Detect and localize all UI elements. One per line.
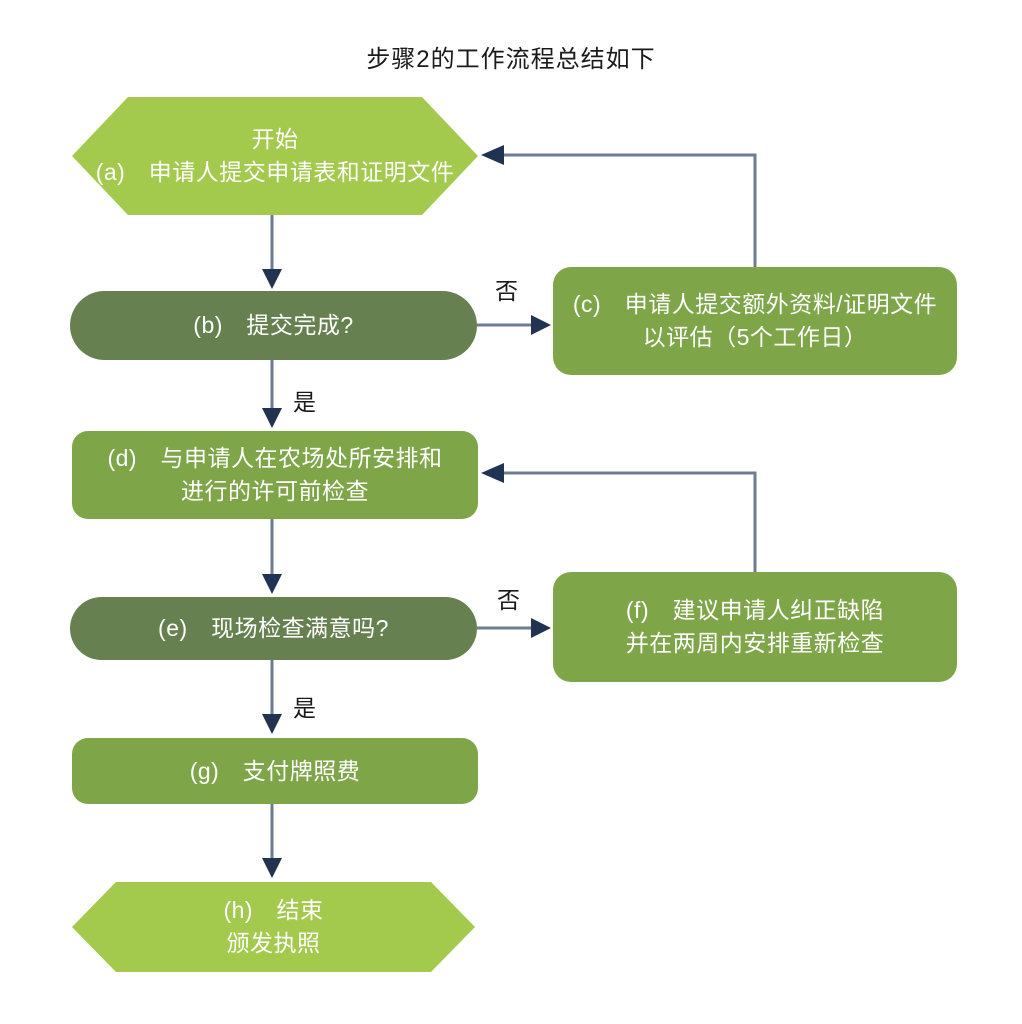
- arrow-a-to-b: [262, 215, 282, 289]
- arrow-e-to-g: [262, 660, 282, 734]
- node-a-start: 开始 (a) 申请人提交申请表和证明文件: [72, 97, 478, 215]
- node-e-decision: (e) 现场检查满意吗?: [70, 597, 477, 660]
- node-h-end: (h) 结束 颁发执照: [72, 882, 475, 972]
- flowchart-title: 步骤2的工作流程总结如下: [366, 46, 656, 73]
- node-b-decision: (b) 提交完成?: [70, 291, 477, 360]
- node-line: (g) 支付牌照费: [189, 757, 361, 784]
- edge-label-b-yes: 是: [293, 389, 316, 415]
- node-line: (b) 提交完成?: [193, 312, 354, 339]
- node-line: (d) 与申请人在农场处所安排和: [107, 445, 443, 472]
- arrow-d-to-e: [262, 519, 282, 594]
- edge-label-e-yes: 是: [293, 695, 316, 721]
- arrow-f-to-d: [481, 463, 757, 572]
- node-c-process: (c) 申请人提交额外资料/证明文件 以评估（5个工作日）: [553, 267, 957, 375]
- node-line: (h) 结束: [223, 897, 324, 924]
- node-line: (f) 建议申请人纠正缺陷: [625, 597, 885, 624]
- node-line: 以评估（5个工作日）: [642, 324, 868, 350]
- node-line: (e) 现场检查满意吗?: [158, 615, 389, 642]
- node-line: 并在两周内安排重新检查: [625, 630, 885, 656]
- arrow-g-to-h: [262, 804, 282, 878]
- node-line: 颁发执照: [226, 930, 321, 956]
- arrow-e-to-f: [477, 618, 551, 638]
- edge-label-e-no: 否: [497, 587, 520, 613]
- node-f-process: (f) 建议申请人纠正缺陷 并在两周内安排重新检查: [553, 572, 957, 682]
- arrow-b-to-d: [262, 360, 282, 428]
- node-g-process: (g) 支付牌照费: [72, 738, 478, 804]
- arrow-c-to-a: [481, 145, 757, 267]
- node-d-process: (d) 与申请人在农场处所安排和 进行的许可前检查: [72, 431, 478, 519]
- node-line: (a) 申请人提交申请表和证明文件: [95, 159, 455, 185]
- node-line: (c) 申请人提交额外资料/证明文件: [572, 291, 938, 318]
- node-line: 开始: [251, 126, 299, 153]
- node-line: 进行的许可前检查: [181, 478, 369, 504]
- edge-label-b-no: 否: [495, 278, 518, 304]
- arrow-b-to-c: [477, 315, 551, 335]
